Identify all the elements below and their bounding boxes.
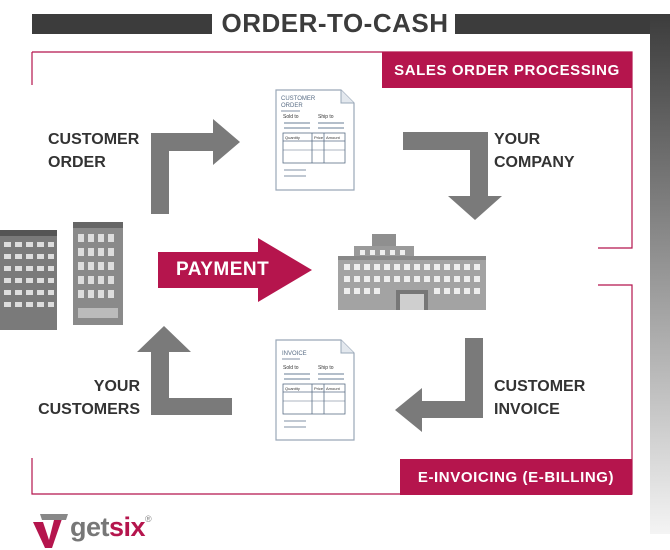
e-invoicing-banner: E-INVOICING (E-BILLING)	[400, 459, 632, 495]
payment-arrow	[158, 238, 312, 302]
label-your-customers: YOUR CUSTOMERS	[38, 378, 140, 418]
invoice-doc-ship-to: Ship to	[318, 365, 334, 371]
payment-label: PAYMENT	[176, 259, 270, 280]
svg-text:Amount: Amount	[326, 135, 341, 140]
customer-invoice-document-icon: INVOICE Sold to Ship to Quantity Price A…	[275, 339, 355, 441]
order-doc-heading-2: ORDER	[281, 103, 303, 109]
side-band	[650, 14, 670, 534]
invoice-doc-heading: INVOICE	[282, 351, 307, 357]
einvoice-frame-outline	[31, 284, 633, 495]
company-building-icon	[338, 234, 486, 310]
page-title: ORDER-TO-CASH	[221, 8, 449, 38]
svg-text:Quantity: Quantity	[285, 135, 300, 140]
svg-text:Amount: Amount	[326, 386, 341, 391]
svg-text:Price: Price	[314, 386, 324, 391]
logo-main: get	[70, 512, 110, 542]
label-customer-invoice: CUSTOMER INVOICE	[494, 378, 586, 418]
arrow-customer-invoice	[395, 338, 483, 432]
invoice-doc-sold-to: Sold to	[283, 365, 299, 371]
getsix-logo: getsix®	[70, 512, 152, 543]
getsix-logo-mark-icon	[33, 514, 68, 548]
customer-order-document-icon: CUSTOMER ORDER Sold to Ship to Quantity …	[275, 89, 355, 191]
header-bar-right	[455, 14, 670, 34]
logo-registered-mark: ®	[145, 514, 152, 524]
order-doc-ship-to: Ship to	[318, 114, 334, 120]
customer-buildings-icon	[0, 222, 123, 330]
sales-frame-outline	[31, 51, 633, 249]
sales-order-processing-banner: SALES ORDER PROCESSING	[382, 52, 632, 88]
label-your-company: YOUR COMPANY	[494, 131, 575, 171]
arrow-your-customers	[137, 326, 232, 415]
order-doc-sold-to: Sold to	[283, 114, 299, 120]
header-bar-left	[32, 14, 212, 34]
order-doc-heading-1: CUSTOMER	[281, 96, 316, 102]
svg-text:Quantity: Quantity	[285, 386, 300, 391]
label-customer-order: CUSTOMER ORDER	[48, 131, 140, 171]
svg-text:Price: Price	[314, 135, 324, 140]
logo-accent: six	[109, 512, 146, 542]
arrow-your-company	[403, 132, 502, 220]
arrow-customer-order	[151, 119, 240, 214]
